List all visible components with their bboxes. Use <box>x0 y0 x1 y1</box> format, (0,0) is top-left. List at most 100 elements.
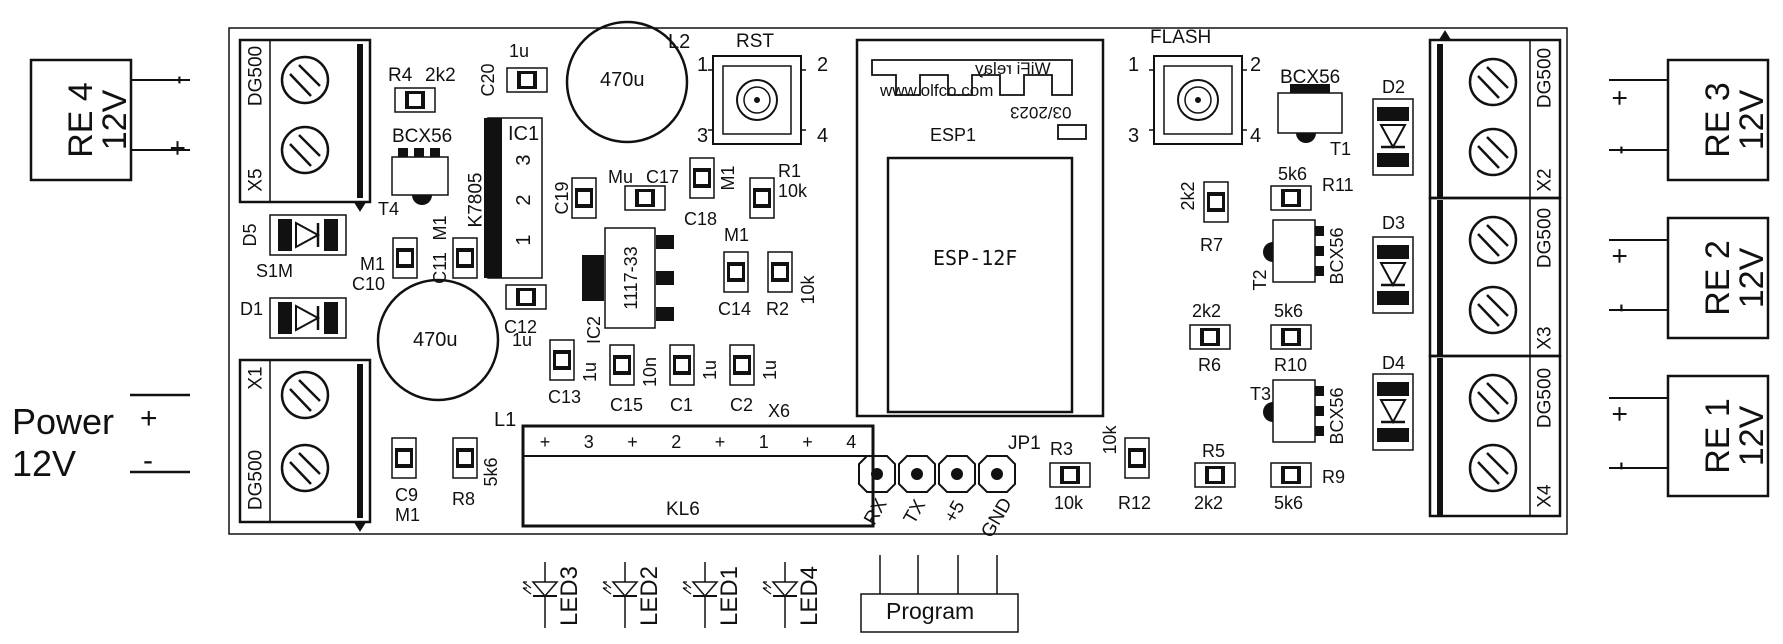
label-l2: L2 <box>668 31 691 53</box>
label-r10: R10 <box>1274 355 1308 375</box>
rst-pin3: 3 <box>697 125 709 147</box>
diode-d2 <box>1371 97 1415 177</box>
capacitor-c14 <box>723 251 749 293</box>
transistor-t3 <box>1263 379 1324 443</box>
label-t4: T4 <box>378 199 400 219</box>
resistor-r6 <box>1189 324 1231 350</box>
label-r9: R9 <box>1322 467 1346 487</box>
label-c1-value: 1u <box>700 359 720 381</box>
label-r5-value: 2k2 <box>1194 493 1224 513</box>
label-r6: R6 <box>1198 355 1222 375</box>
label-l2-value: 470u <box>600 69 645 91</box>
re1-plus: + <box>1604 405 1635 423</box>
label-r10-value: 5k6 <box>1274 301 1304 321</box>
label-k7805: K7805 <box>465 172 487 228</box>
resistor-r9 <box>1270 462 1312 488</box>
kl6-pin: 2 <box>671 432 682 452</box>
kl6-pin: + <box>714 432 726 452</box>
re2-label: RE 2 <box>1699 240 1737 316</box>
ic1-pin1: 1 <box>513 234 535 246</box>
flash-pin3: 3 <box>1128 125 1140 147</box>
capacitor-c18 <box>689 157 715 199</box>
re2-voltage: 12V <box>1733 247 1771 309</box>
label-d3: D3 <box>1382 213 1406 233</box>
label-kl6: KL6 <box>666 499 700 520</box>
label-c10: C10 <box>352 274 386 294</box>
label-r8: R8 <box>452 489 476 509</box>
re3-minus: - <box>1604 145 1635 155</box>
transistor-t4 <box>391 148 449 205</box>
diode-d4 <box>1371 372 1415 452</box>
label-r1-value: 10k <box>778 181 808 201</box>
kl6-pin-row: + 3 + 2 + 1 + 4 <box>523 432 873 453</box>
diode-d3 <box>1371 235 1415 315</box>
label-m1-c18: M1 <box>718 165 738 191</box>
led4-symbol <box>762 561 798 629</box>
label-t2: T2 <box>1250 269 1270 291</box>
capacitor-c9 <box>391 437 417 479</box>
terminal-x4 <box>1428 354 1562 518</box>
label-c20-value: 1u <box>509 41 530 61</box>
label-m1-c10: M1 <box>360 254 386 274</box>
label-d2: D2 <box>1382 77 1406 97</box>
label-c12: C12 <box>504 317 538 337</box>
power-plus: + <box>140 402 158 435</box>
label-r4: R4 <box>388 65 413 86</box>
label-t1: T1 <box>1330 139 1352 159</box>
label-rst: RST <box>736 31 774 52</box>
label-ic1: IC1 <box>508 123 540 145</box>
re3-voltage: 12V <box>1733 89 1771 151</box>
re1-voltage: 12V <box>1733 405 1771 467</box>
capacitor-c17 <box>624 185 666 211</box>
label-c17: C17 <box>646 167 680 187</box>
x4-label: X4 <box>1534 484 1556 508</box>
label-c18: C18 <box>684 209 718 229</box>
label-r2-value: 10k <box>798 275 818 305</box>
re1-connector <box>1609 374 1770 498</box>
label-c2-value: 1u <box>760 359 780 381</box>
label-r9-value: 5k6 <box>1274 493 1304 513</box>
label-c2: C2 <box>730 395 754 415</box>
power-minus: - <box>143 444 153 477</box>
label-r3-value: 10k <box>1054 493 1084 513</box>
terminal-x1 <box>238 358 372 532</box>
re1-label: RE 1 <box>1699 398 1737 474</box>
kl6-pin: 1 <box>758 432 769 452</box>
rst-pin1: 1 <box>697 54 709 76</box>
label-esp12f: ESP-12F <box>933 246 1018 270</box>
label-1117: 1117-33 <box>621 246 641 310</box>
resistor-r7 <box>1203 181 1229 223</box>
label-r8-value: 5k6 <box>481 457 501 487</box>
label-bcx56-t2: BCX56 <box>1327 227 1347 285</box>
led3-symbol <box>522 561 558 629</box>
label-mu: Mu <box>608 167 634 187</box>
label-c15: C15 <box>610 395 644 415</box>
label-d5: D5 <box>240 223 260 247</box>
label-r7: R7 <box>1200 235 1224 255</box>
ic2-1117 <box>582 227 674 329</box>
capacitor-c15 <box>609 344 635 386</box>
flash-pin1: 1 <box>1128 54 1140 76</box>
dg500-top-left: DG500 <box>245 45 267 107</box>
label-r4-value: 2k2 <box>425 65 456 86</box>
label-r12-value: 10k <box>1100 425 1120 455</box>
label-c1: C1 <box>670 395 694 415</box>
re4-plus: + <box>162 139 193 157</box>
re2-connector <box>1609 216 1770 340</box>
kl6-pin: + <box>539 432 551 452</box>
label-r6-value: 2k2 <box>1192 301 1222 321</box>
label-led4: LED4 <box>796 565 823 627</box>
label-r1: R1 <box>778 161 802 181</box>
capacitor-c13 <box>549 339 575 381</box>
rst-pin4: 4 <box>817 125 829 147</box>
re2-minus: - <box>1604 303 1635 313</box>
rst-pin2: 2 <box>817 54 829 76</box>
label-t3: T3 <box>1250 384 1272 404</box>
esp-module <box>855 38 1105 418</box>
resistor-r1 <box>749 177 775 219</box>
capacitor-c2 <box>729 344 755 386</box>
x2-label: X2 <box>1534 168 1556 192</box>
ic1-pin3: 3 <box>513 154 535 166</box>
terminal-x5 <box>238 38 372 212</box>
